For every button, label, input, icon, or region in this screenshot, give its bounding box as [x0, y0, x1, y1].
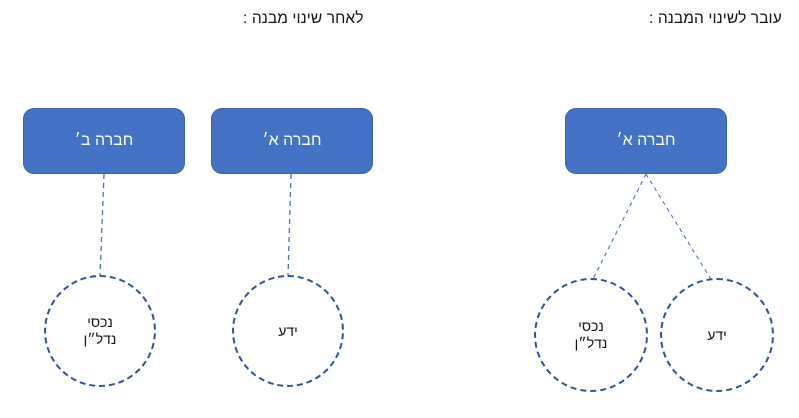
- company-box-b-after[interactable]: חברה ב׳: [23, 108, 185, 174]
- asset-label-line1: נכסי: [578, 318, 604, 334]
- asset-circle-knowhow-before[interactable]: ידע: [660, 278, 774, 392]
- asset-label-line2: נדל״ן: [83, 331, 117, 347]
- company-box-b-after-label: חברה ב׳: [74, 132, 134, 149]
- asset-circle-realestate-after[interactable]: נכסי נדל״ן: [44, 275, 156, 387]
- asset-label-line2: נדל״ן: [574, 335, 608, 351]
- asset-label-line1: ידע: [707, 326, 727, 343]
- company-box-a-after-label: חברה א׳: [262, 132, 322, 149]
- connector-company-a-before-to-knowhow: [645, 173, 713, 282]
- company-box-a-before[interactable]: חברה א׳: [565, 108, 727, 174]
- asset-circle-knowhow-after-label: ידע: [278, 323, 298, 340]
- connector-company-a-after-to-knowhow: [287, 173, 292, 277]
- asset-circle-knowhow-after[interactable]: ידע: [232, 275, 344, 387]
- asset-circle-realestate-before-label: נכסי נדל״ן: [575, 318, 608, 352]
- panel-title-after: לאחר שינוי מבנה :: [243, 10, 364, 27]
- asset-label-line1: נכסי: [87, 314, 113, 330]
- asset-label-line1: ידע: [278, 322, 298, 339]
- asset-circle-realestate-before[interactable]: נכסי נדל״ן: [534, 278, 648, 392]
- asset-circle-knowhow-before-label: ידע: [707, 327, 727, 344]
- company-box-a-after[interactable]: חברה א׳: [211, 108, 373, 174]
- connector-company-a-before-to-realestate: [591, 173, 647, 282]
- panel-title-before: עובר לשינוי המבנה :: [649, 10, 782, 27]
- asset-circle-realestate-after-label: נכסי נדל״ן: [84, 314, 117, 348]
- company-box-a-before-label: חברה א׳: [616, 132, 676, 149]
- connector-company-b-to-realestate: [99, 173, 105, 277]
